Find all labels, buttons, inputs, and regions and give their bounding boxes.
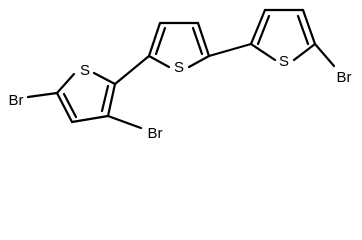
bond-c2-br1 <box>26 91 59 99</box>
bond-r-c2-c3-inner <box>256 14 271 46</box>
right-thiophene-ring <box>249 8 336 68</box>
atom-br-bottom: Br <box>148 125 163 142</box>
left-thiophene-ring <box>26 71 143 130</box>
tribromo-terthiophene-structure: S S S Br Br Br <box>9 8 352 142</box>
structure-diagram: S S S Br Br Br <box>9 8 352 142</box>
bond-s1-c2 <box>55 72 76 95</box>
bond-m-c5-s <box>187 54 211 69</box>
atom-s-left: S <box>80 62 90 79</box>
bond-c5-s1 <box>92 71 117 86</box>
atom-br-left: Br <box>9 92 24 109</box>
bond-r-c4-c5 <box>301 8 317 46</box>
atom-br-right: Br <box>337 69 352 86</box>
bond-r-s-c2 <box>249 42 277 62</box>
bond-ring1-ring2 <box>113 54 151 86</box>
atom-s-middle: S <box>174 59 184 76</box>
middle-thiophene-ring <box>147 21 211 69</box>
bond-c4-c5-inner <box>100 84 110 113</box>
bond-c4-c5 <box>106 82 117 118</box>
bond-m-c4-c5-inner <box>191 26 204 56</box>
bond-m-s-c2 <box>147 54 171 69</box>
bond-r-c5-s <box>292 42 317 62</box>
bond-c2-c3 <box>55 91 74 124</box>
bond-r-c5-br3 <box>313 42 336 68</box>
bond-m-c2-c3 <box>147 21 162 58</box>
bond-r-c2-c3 <box>249 8 267 46</box>
bond-c4-br2 <box>106 114 143 130</box>
atom-s-right: S <box>279 53 289 70</box>
bond-m-c2-c3-inner <box>154 26 167 56</box>
bond-ring2-ring3 <box>207 42 253 58</box>
bond-m-c4-c5 <box>196 21 211 58</box>
bond-r-c4-c5-inner <box>296 14 310 46</box>
bond-c3-c4 <box>70 114 110 124</box>
bond-c2-c3-inner <box>62 92 78 119</box>
